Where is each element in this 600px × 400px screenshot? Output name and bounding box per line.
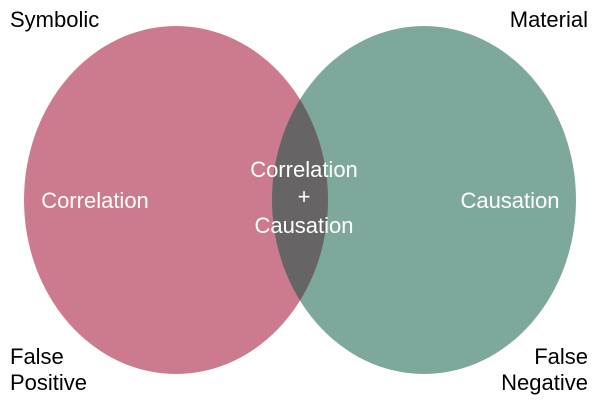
false-negative-corner-label: False Negative <box>501 344 588 396</box>
intersection-label-plus: + <box>298 184 311 209</box>
correlation-label: Correlation <box>41 188 149 213</box>
correlation-set-ellipse <box>24 26 328 374</box>
symbolic-corner-label: Symbolic <box>10 7 99 33</box>
causation-set-ellipse <box>272 26 576 374</box>
false-negative-line-2: Negative <box>501 370 588 395</box>
intersection-label-line-1: Correlation <box>250 157 358 182</box>
false-negative-line-1: False <box>534 344 588 369</box>
false-positive-line-2: Positive <box>10 370 88 395</box>
false-positive-line-1: False <box>10 344 64 369</box>
causation-label: Causation <box>460 188 559 213</box>
false-positive-corner-label: False Positive <box>10 344 87 396</box>
material-text: Material <box>509 7 588 32</box>
intersection-label-line-2: Causation <box>254 213 353 238</box>
material-corner-label: Material <box>510 7 588 33</box>
symbolic-text: Symbolic <box>10 7 100 32</box>
